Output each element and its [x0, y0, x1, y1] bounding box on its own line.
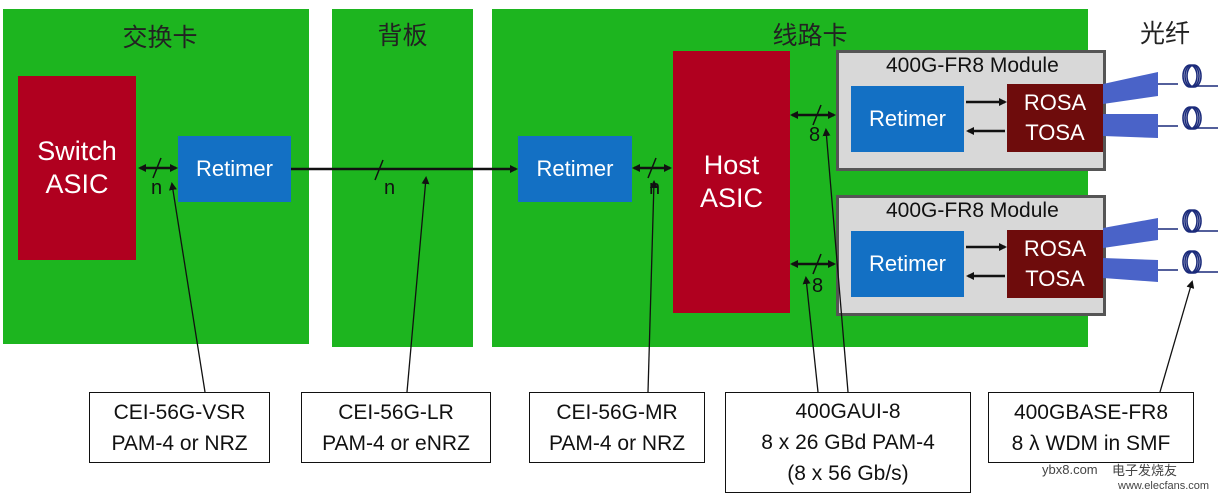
host-asic-line1: Host	[703, 150, 760, 180]
lane-slash-2	[374, 159, 384, 181]
lane-count-backplane: n	[384, 177, 396, 199]
callout-fr8-line1: 400GBASE-FR8	[1013, 400, 1169, 424]
callout-vsr: CEI-56G-VSR PAM-4 or NRZ	[89, 392, 270, 463]
backplane-panel	[332, 9, 473, 347]
fiber-cone-2	[1103, 114, 1158, 138]
callout-vsr-line1: CEI-56G-VSR	[113, 400, 246, 424]
fiber-title: 光纤	[1139, 19, 1190, 48]
callout-mr-line1: CEI-56G-MR	[556, 400, 678, 424]
switch-card-retimer: Retimer	[178, 136, 291, 202]
module-top-retimer: Retimer	[851, 86, 964, 152]
host-asic-line2: ASIC	[699, 183, 764, 213]
switch-card-title: 交换卡	[122, 23, 198, 52]
fiber-cone-4	[1103, 258, 1158, 282]
switch-asic-line2: ASIC	[45, 169, 109, 199]
watermark-url: www.elecfans.com	[1118, 480, 1210, 492]
callout-aui: 400GAUI-8 8 x 26 GBd PAM-4 (8 x 56 Gb/s)	[725, 392, 971, 493]
backplane-title: 背板	[377, 21, 428, 50]
module-bottom-rosa: ROSA	[1023, 236, 1087, 261]
lane-slash-3	[647, 157, 657, 179]
callout-mr: CEI-56G-MR PAM-4 or NRZ	[529, 392, 705, 463]
host-asic: Host ASIC	[673, 51, 790, 313]
callout-aui-line1: 400GAUI-8	[795, 400, 901, 423]
fiber-coil-4	[1158, 250, 1218, 274]
watermark-brand: 电子发烧友	[1112, 464, 1178, 479]
leader-aui-top	[822, 128, 849, 393]
fiber-coil-1	[1158, 64, 1218, 88]
switch-asic: Switch ASIC	[18, 76, 136, 260]
module-top-rosa: ROSA	[1023, 90, 1087, 115]
fiber-coil-3	[1158, 209, 1218, 233]
callout-vsr-line2: PAM-4 or NRZ	[111, 431, 248, 455]
lane-slash-5	[812, 253, 822, 275]
callout-fr8-line2: 8 λ WDM in SMF	[1011, 431, 1171, 455]
callout-aui-line2: 8 x 26 GBd PAM-4	[761, 431, 935, 454]
lane-slash-4	[812, 104, 822, 126]
lane-count-module-top: 8	[809, 124, 821, 146]
callout-lr-line2: PAM-4 or eNRZ	[322, 431, 470, 455]
module-bottom-tosa: TOSA	[1025, 266, 1085, 291]
leader-vsr	[168, 182, 206, 393]
watermark-site: ybx8.com	[1042, 462, 1098, 477]
fiber-cone-3	[1103, 218, 1158, 248]
fiber-coil-2	[1158, 106, 1218, 130]
callout-mr-line2: PAM-4 or NRZ	[548, 431, 686, 455]
module-top-rosa-tosa: ROSA TOSA	[1007, 84, 1103, 152]
leader-fr8	[1159, 280, 1195, 393]
callout-fr8: 400GBASE-FR8 8 λ WDM in SMF	[988, 392, 1194, 463]
fr8-module-top-title: 400G-FR8 Module	[886, 54, 1059, 77]
switch-asic-line1: Switch	[37, 136, 117, 166]
lane-count-module-bottom: 8	[812, 275, 824, 297]
callout-aui-line3: (8 x 56 Gb/s)	[787, 462, 909, 485]
module-bottom-retimer: Retimer	[851, 231, 964, 297]
callout-lr-line1: CEI-56G-LR	[338, 400, 454, 424]
leader-lr	[406, 176, 430, 393]
callout-lr: CEI-56G-LR PAM-4 or eNRZ	[301, 392, 491, 463]
fr8-module-bottom-title: 400G-FR8 Module	[886, 199, 1059, 222]
module-top-tosa: TOSA	[1025, 120, 1085, 145]
lane-count-switch: n	[151, 177, 163, 199]
line-card-title: 线路卡	[772, 21, 848, 50]
line-card-retimer: Retimer	[518, 136, 632, 202]
lane-slash-1	[152, 157, 162, 179]
fiber-cone-1	[1103, 72, 1158, 104]
leader-mr	[647, 180, 658, 393]
lane-count-linecard: n	[649, 177, 661, 199]
module-bottom-rosa-tosa: ROSA TOSA	[1007, 230, 1103, 298]
leader-aui-bottom	[802, 276, 819, 393]
